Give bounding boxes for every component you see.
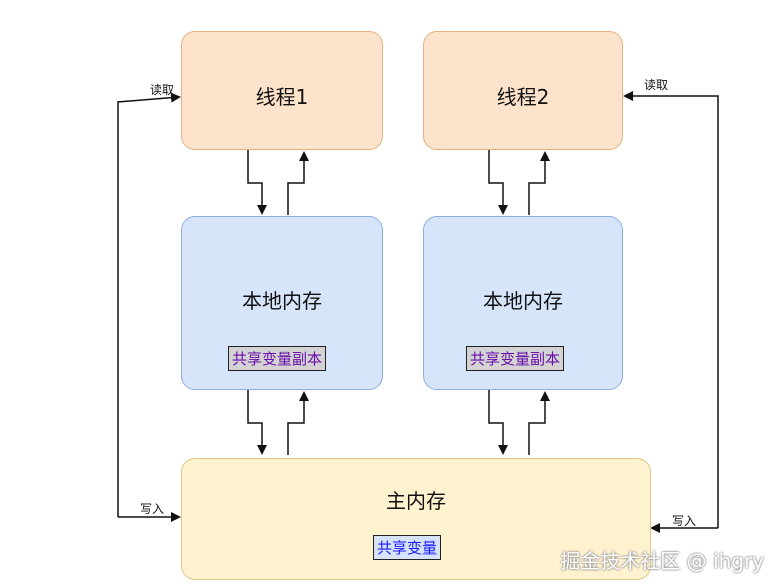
arrow-local2-to-main [488,390,508,455]
arrow-thread1-to-local1 [247,150,267,215]
main-memory-title: 主内存 [386,489,446,513]
main-memory-box: 主内存 共享变量 [181,458,651,580]
arrow-local1-to-main [247,390,267,455]
thread1-box: 线程1 [181,31,383,150]
arrow-thread2-to-local2 [488,150,508,215]
write-label-right: 写入 [672,514,697,528]
local-memory1-copy-label: 共享变量副本 [228,346,327,371]
read-label-left: 读取 [150,83,175,97]
arrow-main-to-local1 [287,391,309,455]
arrow-main-to-local2 [528,391,550,455]
local-memory2-copy-label: 共享变量副本 [466,346,565,371]
local-memory2-box: 本地内存 共享变量副本 [423,216,623,390]
watermark: 掘金技术社区 @ ihgry [560,549,764,573]
arrow-left-read [117,92,181,517]
main-memory-shared-label: 共享变量 [373,535,442,560]
read-label-right: 读取 [644,78,669,92]
arrow-local2-to-thread2 [528,151,550,215]
thread1-title: 线程1 [255,85,309,109]
local-memory1-box: 本地内存 共享变量副本 [181,216,383,390]
local-memory2-title: 本地内存 [483,289,563,313]
local-memory1-title: 本地内存 [242,289,322,313]
thread2-title: 线程2 [496,85,550,109]
write-label-left: 写入 [140,502,165,516]
arrow-right-read [623,91,719,528]
thread2-box: 线程2 [423,31,623,150]
arrow-local1-to-thread1 [287,151,309,215]
